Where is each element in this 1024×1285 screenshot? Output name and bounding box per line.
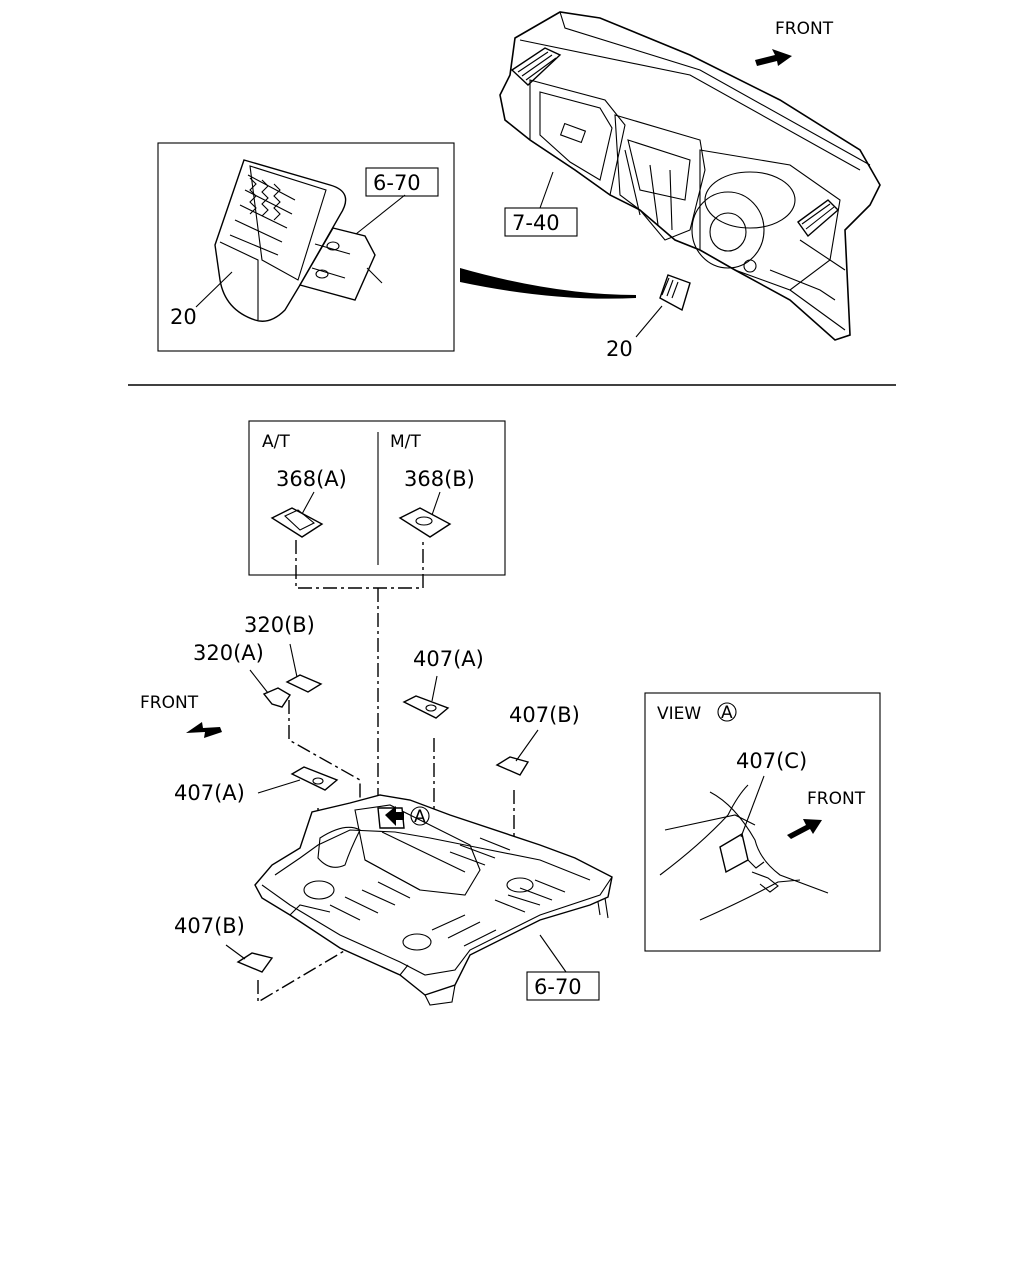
view-a-marker: A xyxy=(414,807,426,827)
floor-pan xyxy=(254,794,613,1006)
part-20-main: 20 xyxy=(606,337,633,361)
inset-box xyxy=(157,142,455,352)
pad-368a xyxy=(270,507,324,538)
leader-368b xyxy=(431,491,441,516)
dashboard-illustration xyxy=(499,11,881,341)
front-label-view: FRONT xyxy=(807,789,866,809)
part-407c: 407(C) xyxy=(736,749,807,773)
part-368a: 368(A) xyxy=(276,467,347,491)
front-arrow-top xyxy=(755,49,792,66)
part-320a: 320(A) xyxy=(193,641,264,665)
part-20-inset: 20 xyxy=(170,305,197,329)
leader-320a xyxy=(249,669,269,694)
callout-7-40: 7-40 xyxy=(512,211,560,235)
leader-407c xyxy=(740,775,765,838)
view-a-title: VIEW xyxy=(657,704,701,724)
callout-6-70-bottom: 6-70 xyxy=(534,975,582,999)
front-label-left: FRONT xyxy=(140,693,199,713)
view-a-title-circle xyxy=(717,702,737,722)
leader-20-main xyxy=(635,305,663,338)
leader-320b xyxy=(289,643,298,678)
pad-368b xyxy=(398,507,452,538)
at-label: A/T xyxy=(262,432,290,452)
part-407a-upper: 407(A) xyxy=(413,647,484,671)
zoom-connector xyxy=(460,268,636,299)
clip-bracket xyxy=(298,227,383,301)
part-320b: 320(B) xyxy=(244,613,315,637)
pad-407a-upper xyxy=(402,695,450,719)
leader-407b-lower xyxy=(225,944,246,960)
pad-407b-upper xyxy=(495,756,530,776)
pad-407b-lower xyxy=(236,952,274,973)
callout-box-6-70-top xyxy=(365,167,439,197)
pad-407a-lower xyxy=(290,766,339,791)
front-arrow-left xyxy=(186,722,222,738)
leader-7-40 xyxy=(539,171,554,209)
leader-20-inset xyxy=(195,271,233,308)
part-407a-lower: 407(A) xyxy=(174,781,245,805)
pad-320a xyxy=(262,687,291,708)
view-a-circle xyxy=(410,806,430,826)
mt-label: M/T xyxy=(390,432,421,452)
guide-368 xyxy=(295,540,424,589)
view-a-box xyxy=(644,692,881,952)
view-a-arrow xyxy=(385,806,404,826)
guide-407b-lower xyxy=(257,937,367,1004)
callout-6-70-top: 6-70 xyxy=(373,171,421,195)
trim-panel-small xyxy=(659,274,691,312)
pad-320b xyxy=(285,674,323,693)
leader-407b-upper xyxy=(515,729,539,762)
leader-407a-lower xyxy=(257,779,301,794)
trim-panel-large xyxy=(214,159,347,322)
view-a-detail xyxy=(659,784,829,921)
guide-320 xyxy=(288,700,361,830)
part-368b: 368(B) xyxy=(404,467,475,491)
front-label-top: FRONT xyxy=(775,19,834,39)
leader-368a xyxy=(301,491,315,515)
part-407b-lower: 407(B) xyxy=(174,914,245,938)
view-a-title-marker: A xyxy=(721,703,733,723)
leader-6-70-top xyxy=(355,194,406,235)
callout-box-6-70-bottom xyxy=(526,971,600,1001)
front-arrow-view xyxy=(787,819,822,839)
leader-6-70-bottom xyxy=(539,934,567,973)
transmission-box xyxy=(248,420,506,576)
callout-box-7-40 xyxy=(504,207,578,237)
part-407b-upper: 407(B) xyxy=(509,703,580,727)
leader-407a-upper xyxy=(431,675,438,702)
